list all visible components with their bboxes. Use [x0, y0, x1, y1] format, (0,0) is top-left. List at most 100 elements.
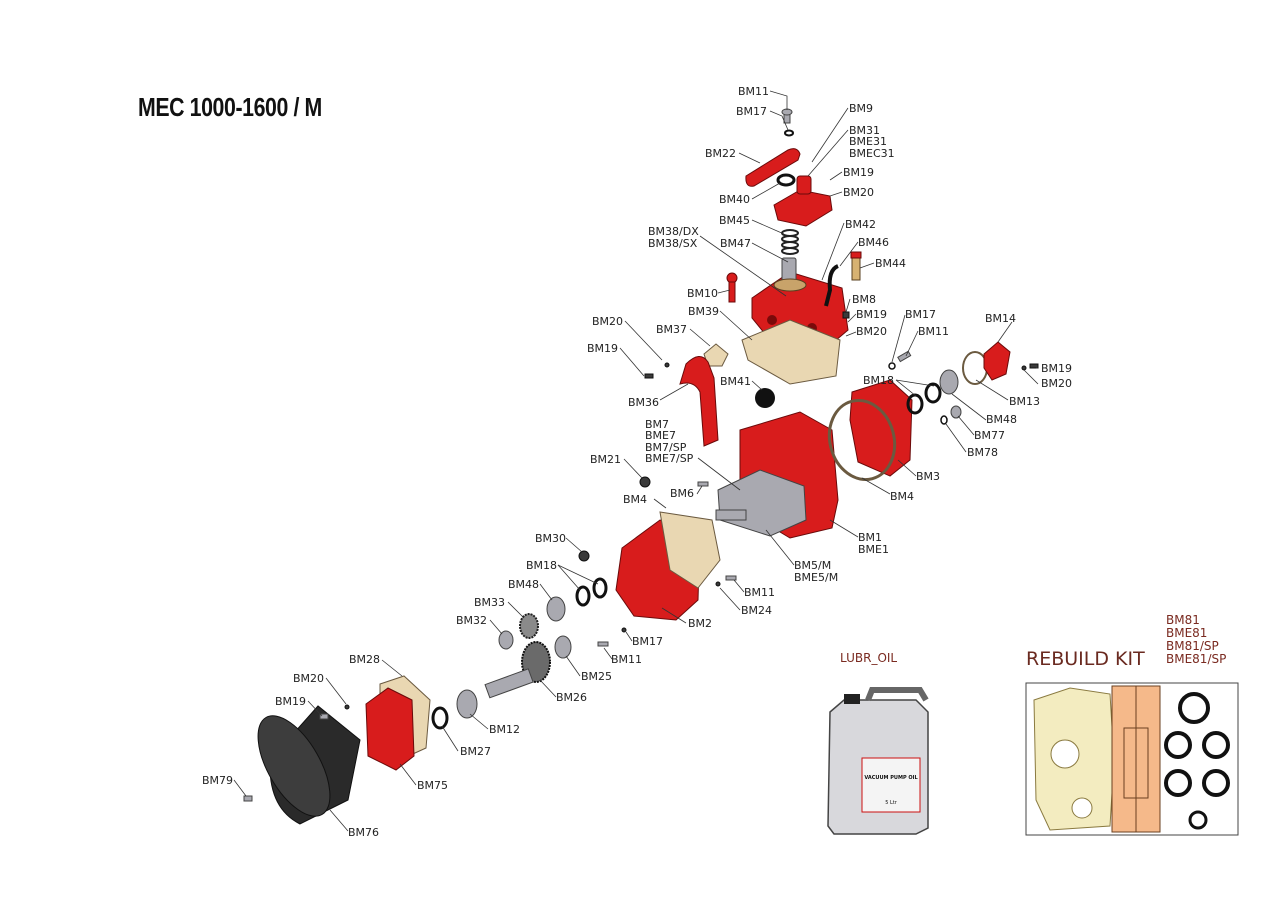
screw-bm24 [715, 581, 721, 587]
label-bm8: BM8 [852, 293, 876, 306]
oil-can-icon: VACUUM PUMP OIL 5 Ltr [827, 687, 929, 835]
kit-oring-1 [1178, 692, 1210, 724]
nut-bm30 [578, 550, 590, 562]
label-bm3: BM3 [916, 470, 940, 483]
label-bm5m: BM5/M [794, 559, 831, 572]
oil-can-brand: VACUUM PUMP OIL [864, 775, 918, 781]
bolt-bm11-right [897, 350, 912, 363]
label-bm11-right: BM11 [918, 325, 949, 338]
kit-oring-6 [1188, 810, 1208, 830]
screw-bm20-left [664, 362, 670, 368]
label-bm24: BM24 [741, 604, 772, 617]
label-bmec31: BMEC31 [849, 147, 895, 160]
gasket-bm39 [741, 319, 841, 385]
label-bm10: BM10 [687, 287, 718, 300]
shaft-gear-bm26 [484, 641, 551, 699]
tube-part [824, 264, 839, 307]
label-bm20-far: BM20 [1041, 377, 1072, 390]
label-bm25: BM25 [581, 670, 612, 683]
label-bm47: BM47 [720, 237, 751, 250]
seal-bm18-c [575, 585, 591, 607]
label-bm30: BM30 [535, 532, 566, 545]
label-bm33: BM33 [474, 596, 505, 609]
kit-gasket-hole-1 [1050, 739, 1080, 769]
label-bm12: BM12 [489, 723, 520, 736]
label-bm11-top: BM11 [738, 85, 769, 98]
bolt-bm11-bottom [597, 641, 609, 647]
label-bm42: BM42 [845, 218, 876, 231]
label-bm37: BM37 [656, 323, 687, 336]
rebuild-kit-section: REBUILD KIT BM81 BME81 BM81/SP BME81/SP [1025, 613, 1239, 836]
label-bm45: BM45 [719, 214, 750, 227]
label-bm19-far: BM19 [1041, 362, 1072, 375]
seal-bm27 [431, 706, 449, 730]
label-bm31: BM31 [849, 124, 880, 137]
label-bm4-right: BM4 [890, 490, 914, 503]
label-bm11-bottom: BM11 [611, 653, 642, 666]
label-bm48-right: BM48 [986, 413, 1017, 426]
bolt-bm79 [243, 795, 253, 802]
nut-bm77 [950, 405, 962, 419]
label-bm36: BM36 [628, 396, 659, 409]
label-bm46: BM46 [858, 236, 889, 249]
elbow-pipe-part [679, 356, 719, 447]
label-bm19-bottom: BM19 [275, 695, 306, 708]
label-bm44: BM44 [875, 257, 906, 270]
label-bm75: BM75 [417, 779, 448, 792]
gear-bm33 [519, 613, 539, 639]
screw-bm6 [697, 481, 709, 487]
label-bme1: BME1 [858, 543, 889, 556]
kit-code-bme81sp: BME81/SP [1166, 652, 1226, 666]
label-bm77: BM77 [974, 429, 1005, 442]
label-bm18-left: BM18 [526, 559, 557, 572]
part-bm32 [498, 630, 514, 650]
cover-bm75 [365, 687, 415, 771]
cap-bm14 [983, 341, 1011, 381]
plug-bm21 [639, 476, 651, 488]
label-bm17-low: BM17 [632, 635, 663, 648]
label-bm76: BM76 [348, 826, 379, 839]
label-bm78: BM78 [967, 446, 998, 459]
lubr-oil-section: LUBR_OIL VACUUM PUMP OIL 5 Ltr [827, 651, 929, 835]
label-bm28: BM28 [349, 653, 380, 666]
label-bm27: BM27 [460, 745, 491, 758]
valve-body-part [773, 175, 833, 227]
screw-bm19-far [1029, 363, 1039, 369]
label-bm32: BM32 [456, 614, 487, 627]
bolt-bm11-low [725, 575, 737, 581]
washer-bm17-low [621, 627, 627, 633]
kit-oring-2 [1164, 731, 1192, 759]
label-bm20-top: BM20 [843, 186, 874, 199]
label-bm13: BM13 [1009, 395, 1040, 408]
gasket-bm13 [962, 351, 988, 385]
label-bme7: BME7 [645, 429, 676, 442]
label-bm22: BM22 [705, 147, 736, 160]
label-bm19-mid: BM19 [856, 308, 887, 321]
leader-lines [233, 90, 1039, 832]
bell-housing-bm76 [257, 705, 361, 825]
label-bm38dx: BM38/DX [648, 225, 699, 238]
label-bm18-right: BM18 [863, 374, 894, 387]
plug-bm8 [842, 311, 850, 319]
label-bm21: BM21 [590, 453, 621, 466]
rebuild-kit-label: REBUILD KIT [1026, 648, 1145, 670]
screw-bm20-bottom [344, 704, 350, 710]
label-bm11-low: BM11 [744, 586, 775, 599]
pump-body-part [715, 411, 839, 539]
kit-code-bme81: BME81 [1166, 626, 1207, 640]
label-bm14: BM14 [985, 312, 1016, 325]
seal-bm18-b [924, 382, 942, 404]
label-bm17-top: BM17 [736, 105, 767, 118]
label-bme7sp: BME7/SP [645, 452, 694, 465]
spring-part [781, 229, 799, 255]
diagram-title: MEC 1000-1600 / M [138, 92, 322, 122]
end-cover-bm3 [849, 379, 913, 477]
label-bm4-left: BM4 [623, 493, 647, 506]
label-bm17-right: BM17 [905, 308, 936, 321]
label-bm7sp: BM7/SP [645, 441, 687, 454]
washer-bm78 [940, 415, 948, 425]
kit-oring-4 [1164, 769, 1192, 797]
label-bm20-mid: BM20 [856, 325, 887, 338]
label-bm7: BM7 [645, 418, 669, 431]
